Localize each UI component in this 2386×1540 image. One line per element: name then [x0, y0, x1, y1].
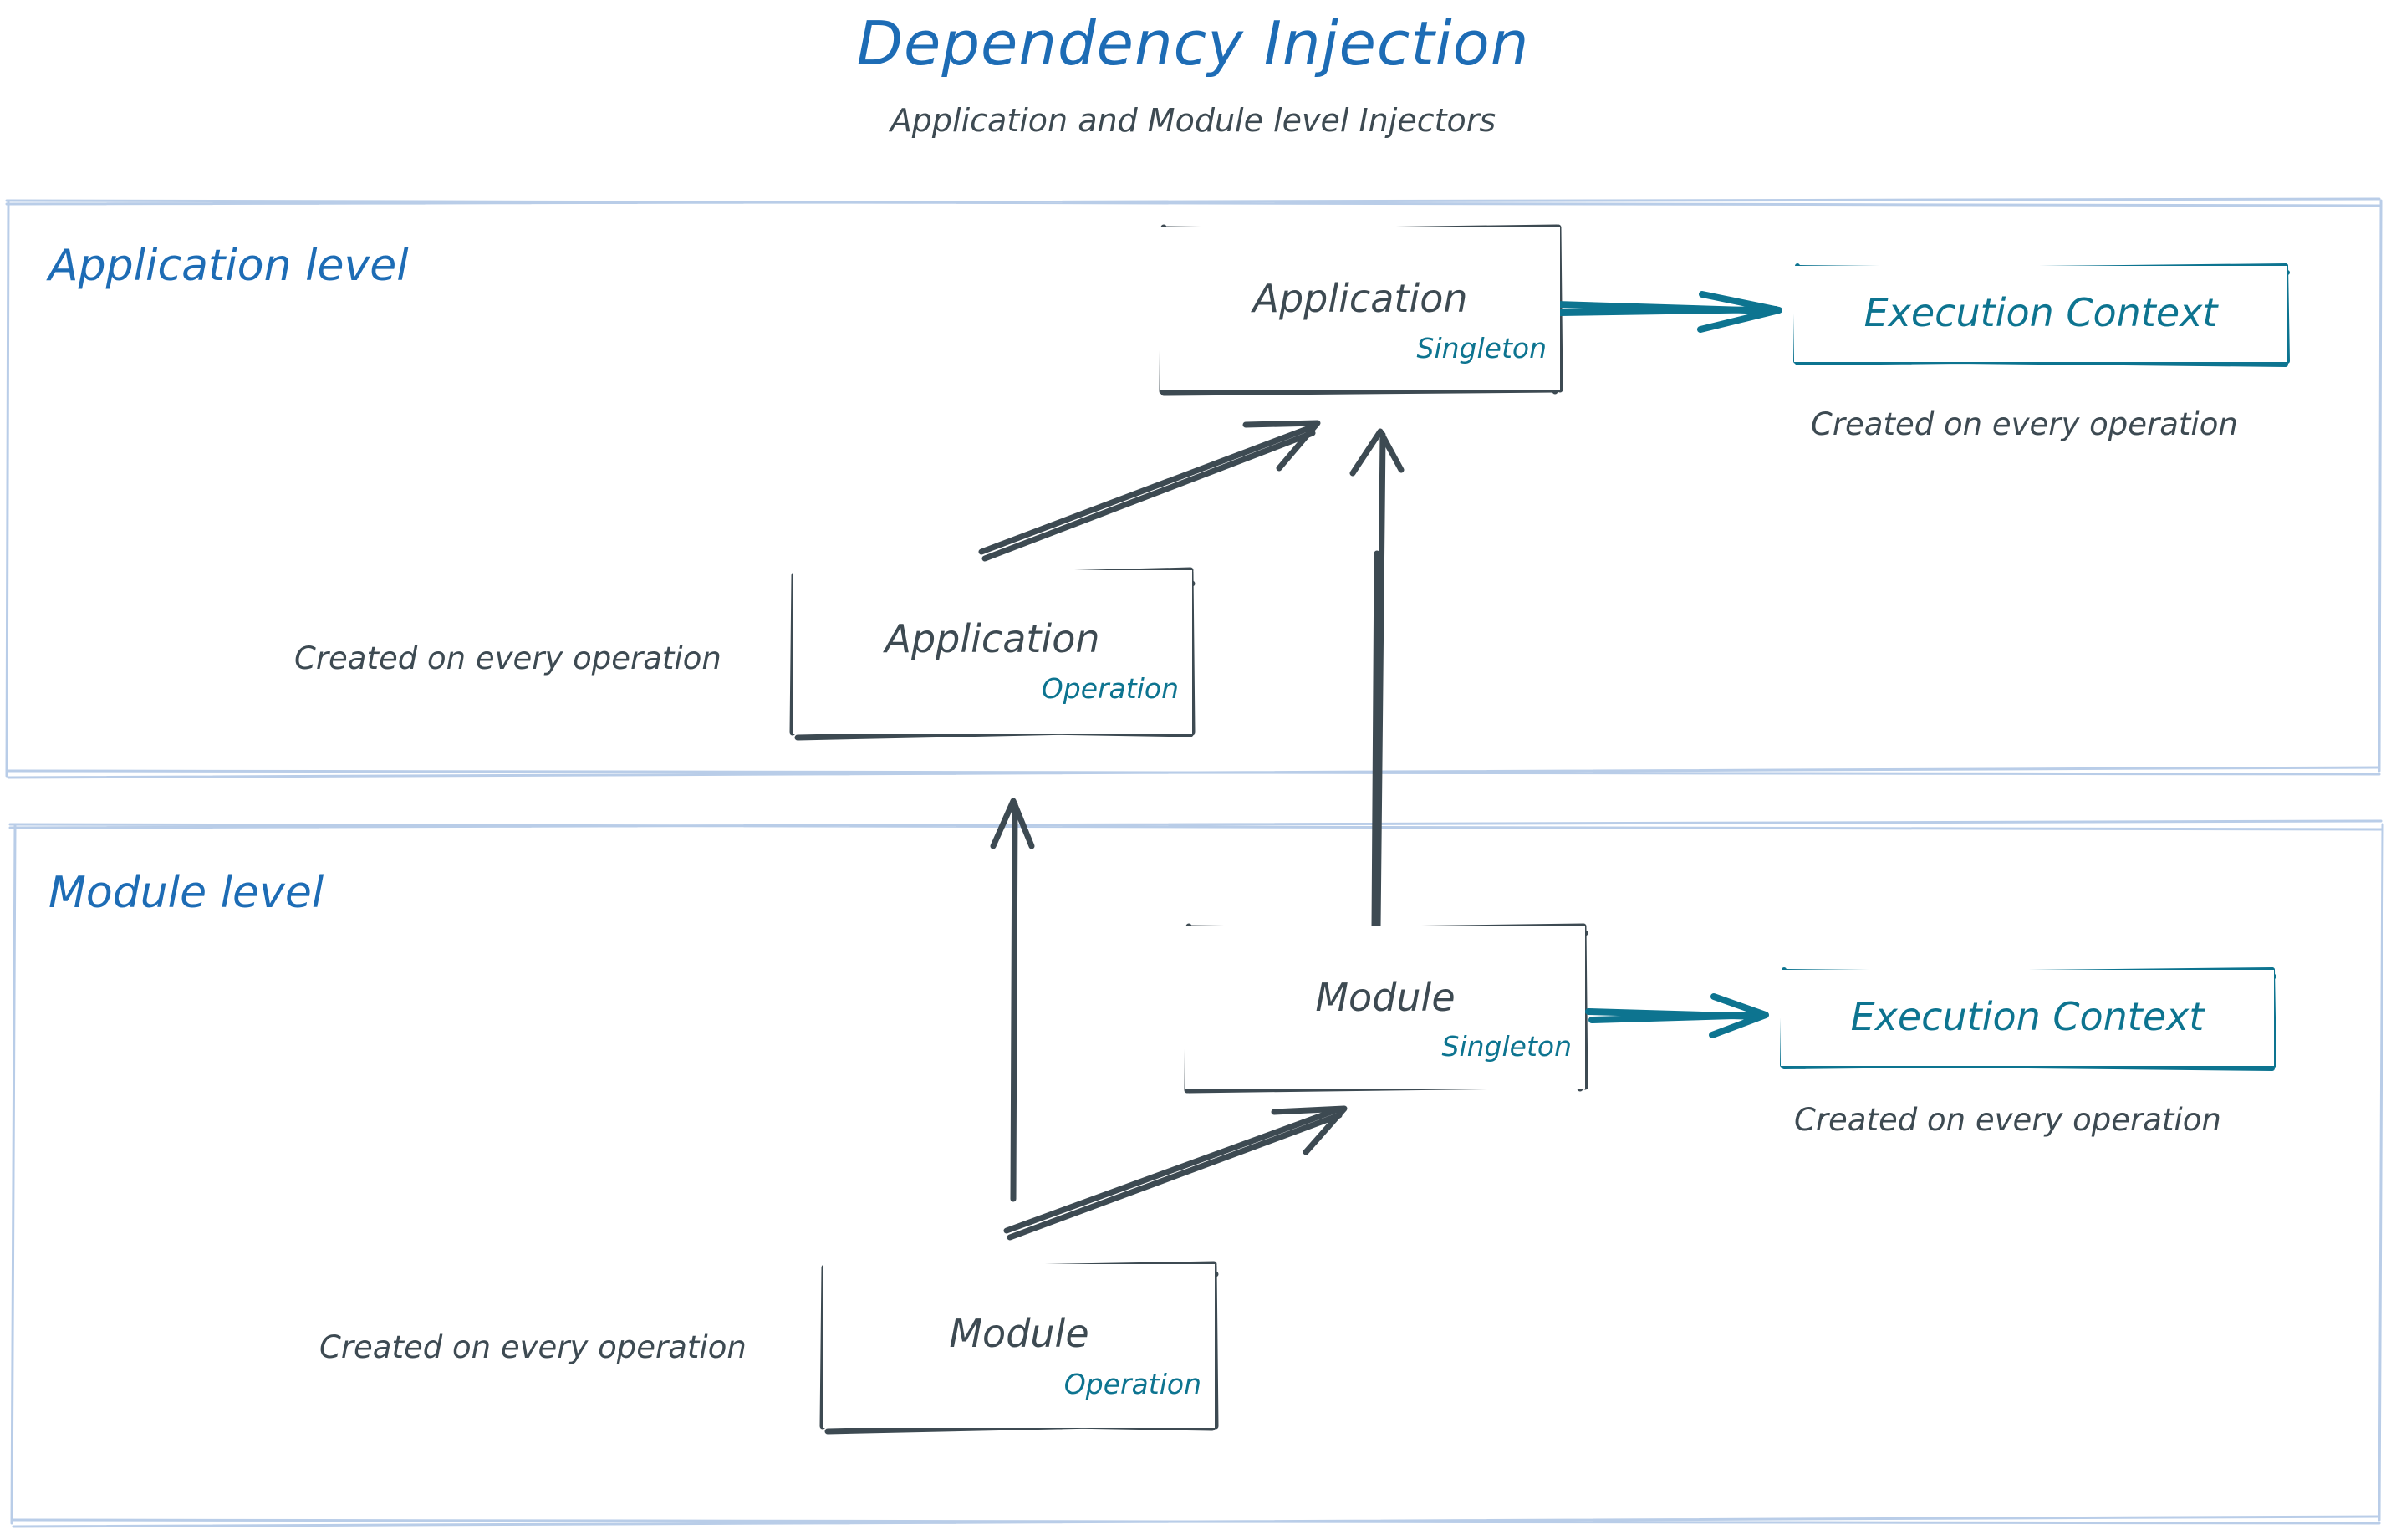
- module-context-caption: Created on every operation: [1794, 1102, 2221, 1138]
- page-subtitle: Application and Module level Injectors: [890, 102, 1496, 139]
- node-scope: Singleton: [1441, 1030, 1573, 1063]
- application-execution-context[interactable]: Execution Context: [1794, 266, 2287, 362]
- node-application-operation[interactable]: Application Operation: [793, 570, 1192, 734]
- execution-context-label: Execution Context: [1850, 993, 2205, 1039]
- node-application-singleton[interactable]: Application Singleton: [1160, 227, 1560, 390]
- node-scope: Operation: [1041, 672, 1179, 705]
- edge-mod-operation-to-app-operation: [990, 798, 1035, 1202]
- node-name: Application: [1252, 276, 1468, 321]
- node-module-operation[interactable]: Module Operation: [823, 1264, 1215, 1428]
- edge-mod-singleton-to-app-singleton: [1349, 428, 1405, 931]
- module-operation-note: Created on every operation: [319, 1329, 747, 1365]
- edge-mod-operation-to-mod-singleton: [1003, 1105, 1348, 1241]
- application-context-caption: Created on every operation: [1811, 406, 2238, 442]
- edge-mod-singleton-to-context: [1585, 993, 1769, 1038]
- module-level-label: Module level: [48, 868, 324, 918]
- node-name: Module: [1315, 975, 1456, 1020]
- node-scope: Singleton: [1416, 332, 1547, 365]
- execution-context-label: Execution Context: [1863, 289, 2218, 335]
- node-name: Module: [949, 1311, 1089, 1356]
- edge-app-operation-to-app-singleton: [978, 420, 1321, 562]
- node-name: Application: [885, 616, 1100, 661]
- edge-app-singleton-to-context: [1553, 291, 1782, 333]
- node-module-singleton[interactable]: Module Singleton: [1185, 926, 1585, 1089]
- page-title: Dependency Injection: [856, 8, 1530, 79]
- application-level-label: Application level: [48, 241, 409, 291]
- module-execution-context[interactable]: Execution Context: [1781, 970, 2274, 1066]
- node-scope: Operation: [1063, 1368, 1201, 1400]
- application-operation-note: Created on every operation: [294, 640, 721, 676]
